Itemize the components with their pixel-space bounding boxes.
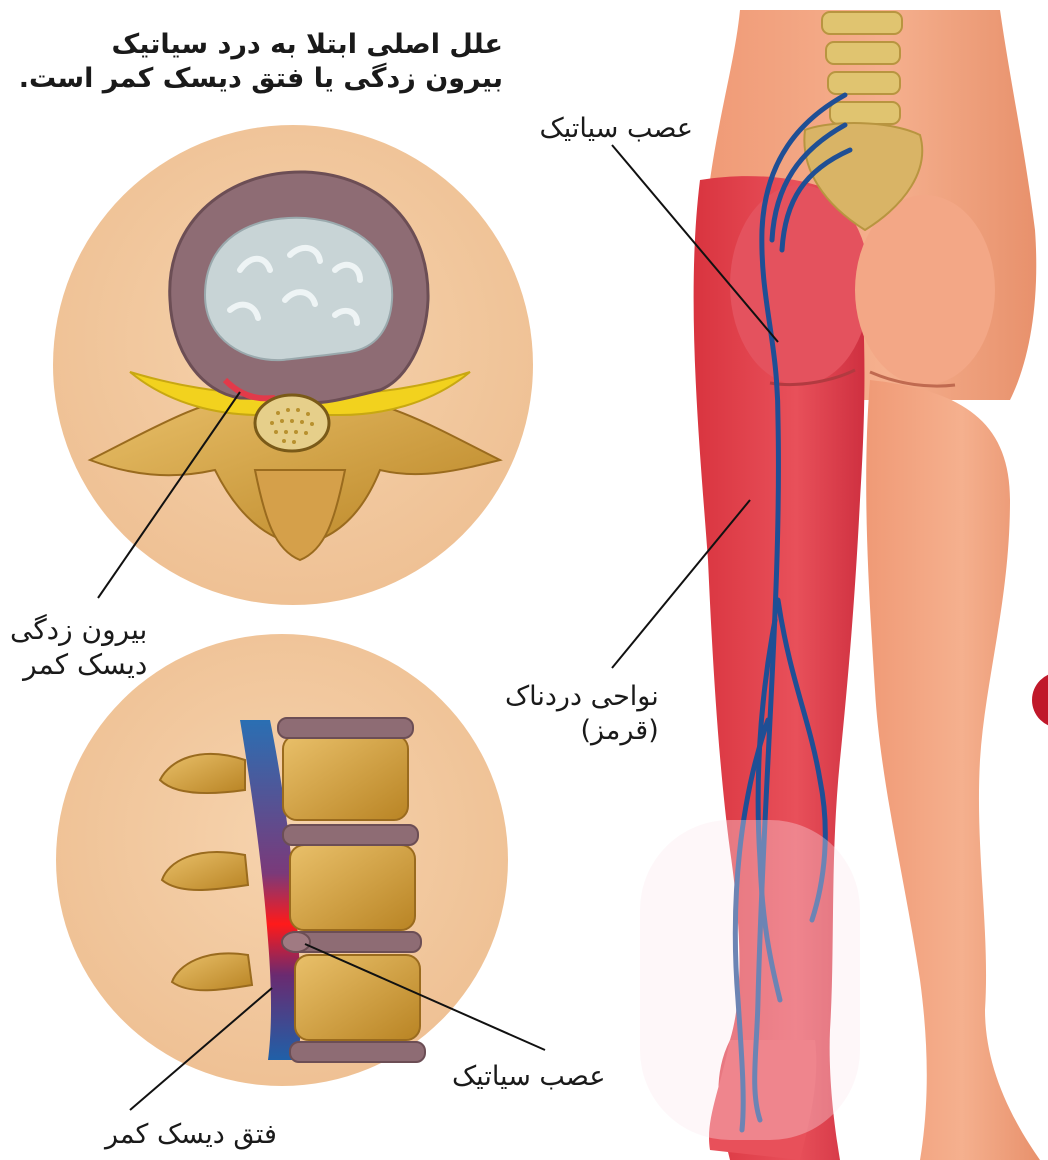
- label-painful-areas-line-2: (قرمز): [505, 714, 659, 748]
- diagram-title: علل اصلی ابتلا به درد سیاتیک بیرون زدگی …: [19, 28, 503, 96]
- right-leg: [866, 380, 1040, 1160]
- herniated-disc-bulge: [282, 932, 310, 952]
- label-sciatic-nerve-bottom: عصب سیاتیک: [452, 1060, 605, 1094]
- disc-herniation-illustration: [56, 634, 545, 1110]
- title-line-1: علل اصلی ابتلا به درد سیاتیک: [19, 28, 503, 62]
- title-line-2: بیرون زدگی یا فتق دیسک کمر است.: [19, 62, 503, 96]
- label-disc-bulge-line-2: دیسک کمر: [10, 647, 147, 682]
- red-edge-circle: [1032, 672, 1048, 728]
- label-disc-bulge-line-1: بیرون زدگی: [10, 612, 147, 647]
- disc-nucleus: [205, 218, 392, 360]
- label-disc-herniation: فتق دیسک کمر: [105, 1118, 277, 1152]
- label-painful-areas: نواحی دردناک (قرمز): [505, 680, 659, 748]
- vertebral-bodies: [283, 735, 420, 1040]
- label-disc-bulge: بیرون زدگی دیسک کمر: [10, 612, 147, 682]
- watermark-shape: [640, 820, 860, 1140]
- disc-bulge-illustration: [53, 125, 533, 605]
- body-back-illustration: [612, 10, 1048, 1160]
- label-painful-areas-line-1: نواحی دردناک: [505, 680, 659, 714]
- label-sciatic-nerve-top: عصب سیاتیک: [540, 112, 693, 146]
